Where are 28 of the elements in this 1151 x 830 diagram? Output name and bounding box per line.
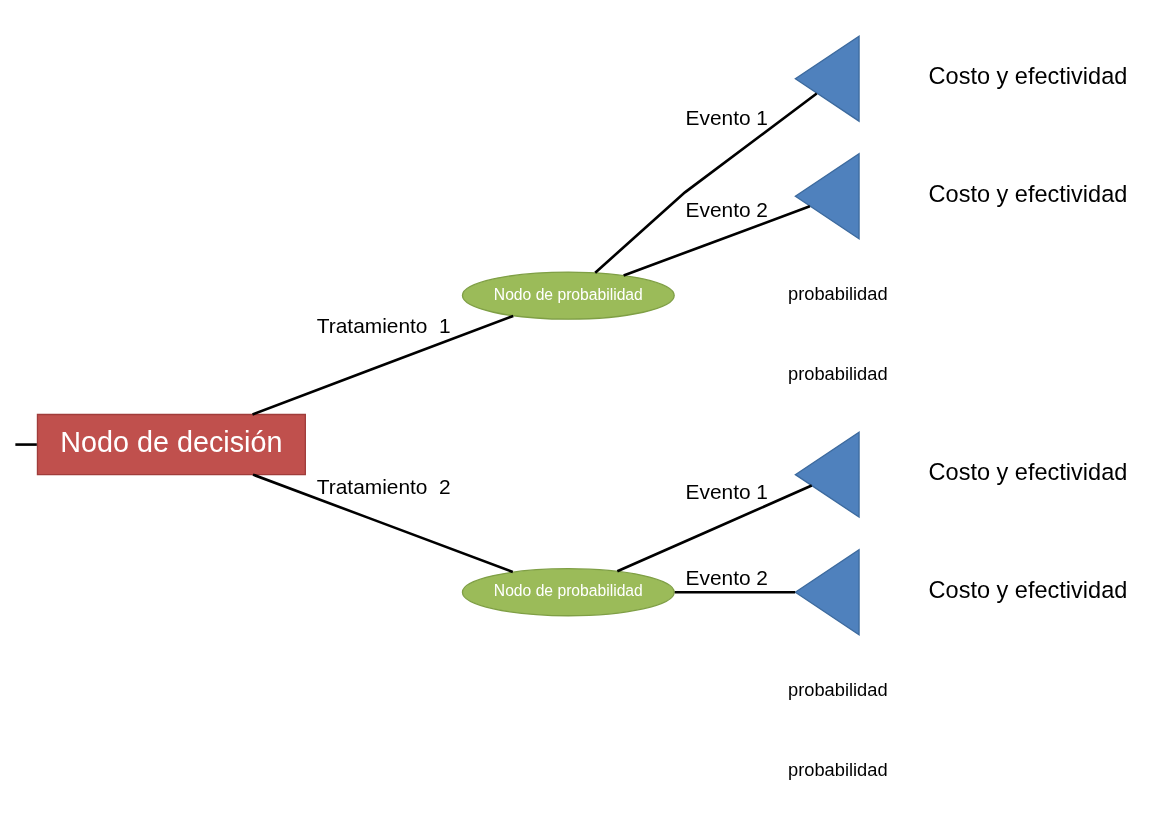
connector — [594, 92, 818, 274]
edge-label: Tratamiento 2 — [316, 474, 451, 498]
node-box: Nodo de decisión — [36, 413, 306, 475]
node-ellipse: Nodo de probabilidad — [461, 270, 675, 320]
connector — [616, 483, 813, 572]
label: probabilidad — [788, 678, 888, 700]
node-label: Costo y efectividad — [928, 458, 1128, 485]
node-label: Costo y efectividad — [928, 180, 1128, 207]
node-triangle — [794, 152, 860, 240]
node-triangle — [794, 548, 860, 636]
node-label: Costo y efectividad — [928, 576, 1128, 603]
label: probabilidad — [788, 758, 888, 780]
edge-label: Tratamiento 1 — [316, 313, 451, 337]
node-label: Costo y efectividad — [928, 62, 1128, 89]
connector — [252, 314, 514, 416]
connector — [15, 442, 37, 446]
edge-label: Evento 1 — [685, 105, 768, 129]
node-triangle — [794, 430, 860, 518]
edge-label: Evento 2 — [685, 197, 768, 221]
node-triangle — [794, 34, 860, 122]
edge-label: Evento 2 — [685, 565, 768, 589]
node-ellipse: Nodo de probabilidad — [461, 567, 675, 616]
connector — [252, 472, 514, 573]
label: probabilidad — [788, 282, 888, 304]
label: probabilidad — [788, 362, 888, 384]
edge-label: Evento 1 — [685, 479, 768, 503]
connector — [674, 590, 796, 594]
connector — [623, 204, 811, 277]
